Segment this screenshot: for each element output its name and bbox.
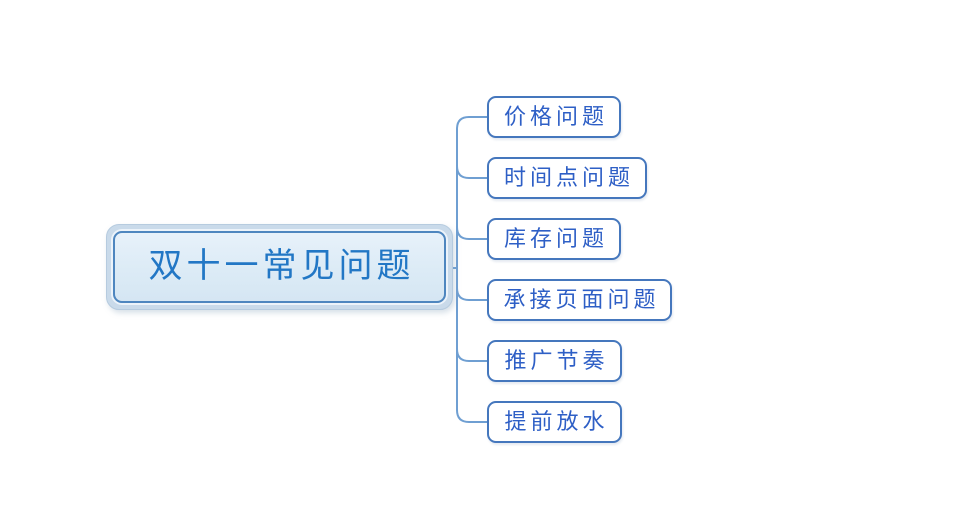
- child-topic-label: 推广节奏: [504, 348, 609, 373]
- child-topic-price[interactable]: 价格问题: [487, 96, 621, 138]
- branch-early-release: [456, 409, 488, 423]
- root-topic-selection-halo: 双十一常见问题: [106, 224, 453, 310]
- branch-inventory: [456, 226, 488, 240]
- child-topic-label: 承接页面问题: [503, 287, 660, 312]
- branch-promotion-pace: [456, 348, 488, 362]
- child-topic-early-release[interactable]: 提前放水: [487, 401, 622, 443]
- child-topic-label: 库存问题: [503, 226, 608, 251]
- root-topic[interactable]: 双十一常见问题: [113, 231, 446, 303]
- child-topic-label: 时间点问题: [503, 165, 634, 190]
- child-topic-landing-page[interactable]: 承接页面问题: [487, 279, 672, 321]
- child-topic-inventory[interactable]: 库存问题: [487, 218, 621, 260]
- root-topic-label: 双十一常见问题: [148, 248, 415, 285]
- child-topic-label: 提前放水: [504, 409, 609, 434]
- branch-landing-page: [456, 287, 488, 301]
- branch-price: [456, 116, 488, 130]
- child-topic-promotion-pace[interactable]: 推广节奏: [487, 340, 622, 382]
- child-topic-label: 价格问题: [503, 104, 608, 129]
- branch-timing: [456, 165, 488, 179]
- child-topic-timing[interactable]: 时间点问题: [487, 157, 647, 199]
